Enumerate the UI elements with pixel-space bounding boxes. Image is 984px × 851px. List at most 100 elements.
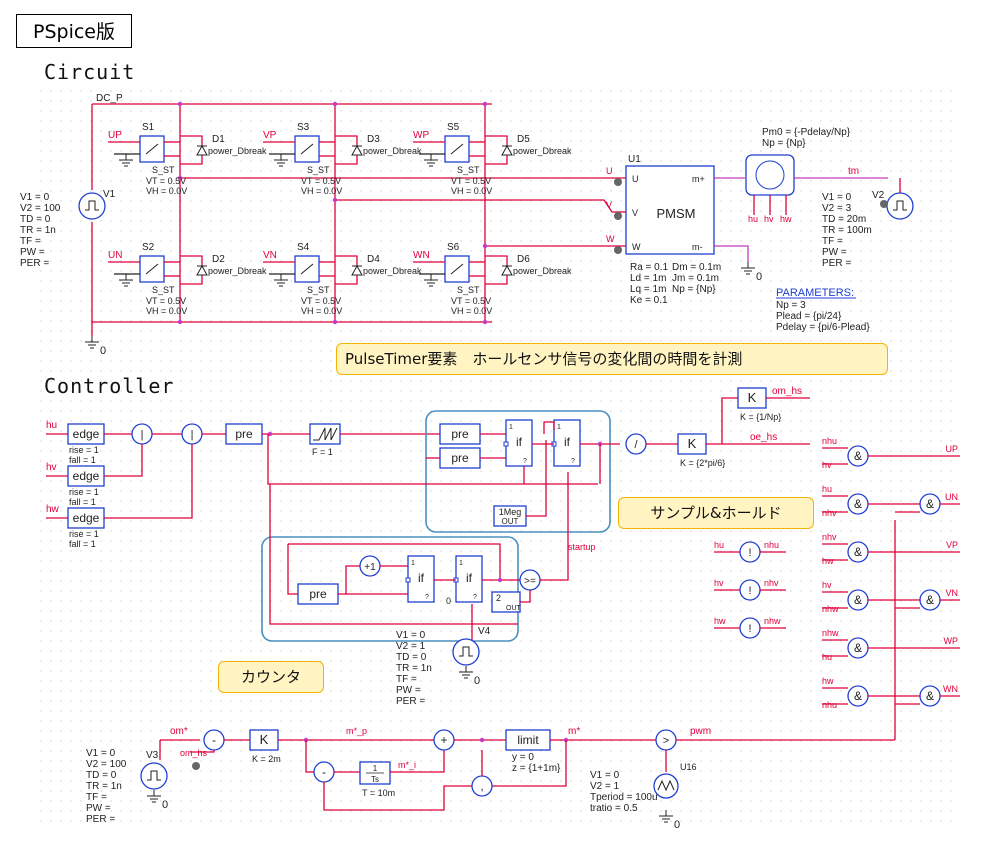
parameters-param-2: Pdelay = {pi/6-Plead} xyxy=(776,322,870,333)
source-v4-param-5: PW = xyxy=(396,685,421,696)
pre-block-sh1-label: pre xyxy=(451,427,469,441)
pmsm-port-mminus: m- xyxy=(692,242,703,252)
diode-model-d3: power_Dbreak xyxy=(363,146,422,156)
not-gate-hw-label: ! xyxy=(748,623,751,635)
two-const-value: 2 xyxy=(496,593,501,603)
switch-vt-s1: VT = 0.5V xyxy=(146,176,186,186)
om-hs-label: om_hs xyxy=(772,386,802,397)
gate-label-wp: WP xyxy=(413,130,429,141)
switch-model-s6: S_ST xyxy=(457,285,480,295)
and-gate-out-3-label: & xyxy=(926,593,934,607)
not-input-label-hu: hu xyxy=(714,540,724,550)
edge-block-hu-label: edge xyxy=(73,427,100,441)
switch-vh-s4: VH = 0.0V xyxy=(301,306,342,316)
integrator-param: T = 10m xyxy=(362,788,395,798)
leg-top-dot-1 xyxy=(332,101,338,107)
hall-sensor-param-0: Pm0 = {-Pdelay/Np} xyxy=(762,127,851,138)
and-input-b-5: nhu xyxy=(822,700,837,710)
source-v1-param-0: V1 = 0 xyxy=(20,192,50,203)
leg-top-dot-0 xyxy=(177,101,183,107)
limit-param-0: y = 0 xyxy=(512,752,534,763)
diode-d1 xyxy=(196,144,208,156)
sample-hold-callout: サンプル&ホールド xyxy=(618,497,814,529)
circuit-ground-label: 0 xyxy=(100,345,106,357)
hall-sensor-rotor xyxy=(755,160,785,190)
if-block-sh1-bottom: ? xyxy=(523,458,527,465)
source-v4-ref: V4 xyxy=(478,626,491,637)
and-gate-1-label: & xyxy=(854,497,862,511)
not-output-label-nhv: nhv xyxy=(764,578,779,588)
divide-node-label: / xyxy=(634,439,638,451)
source-v3 xyxy=(140,762,168,790)
source-v4-wave xyxy=(459,646,473,657)
switch-ref-s5: S5 xyxy=(447,122,460,133)
source-v2-param-1: V2 = 3 xyxy=(822,203,852,214)
hall-sensor-param-1: Np = {Np} xyxy=(762,138,806,149)
i-path-sum-label: - xyxy=(322,765,326,779)
net-label-dc-p: DC_P xyxy=(96,93,123,104)
gain-oe-param: K = {2*pi/6} xyxy=(680,458,725,468)
ge-compare-label: >= xyxy=(524,576,536,587)
if-block-sh1-top: 1 xyxy=(509,424,513,431)
source-u16-param-1: V2 = 1 xyxy=(590,781,620,792)
diode-d4 xyxy=(351,264,363,276)
switch-vh-s5: VH = 0.0V xyxy=(451,186,492,196)
source-v1-wave xyxy=(85,200,99,211)
edge-block-hw-label: edge xyxy=(73,511,100,525)
switch-vh-s1: VH = 0.0V xyxy=(146,186,187,196)
source-v2-ref: V2 xyxy=(872,190,885,201)
pmsm-right-param-1: Jm = 0.1m xyxy=(672,273,719,284)
source-v3-param-2: TD = 0 xyxy=(86,770,117,781)
not-input-label-hw: hw xyxy=(714,616,726,626)
phase-dot-0 xyxy=(177,175,183,181)
switch-s1-blade xyxy=(145,143,159,155)
mech-ground-label: 0 xyxy=(756,271,762,283)
speed-gain-label: K xyxy=(260,732,269,747)
switch-vt-s4: VT = 0.5V xyxy=(301,296,341,306)
pmsm-left-param-2: Lq = 1m xyxy=(630,284,666,295)
pmsm-left-param-1: Ld = 1m xyxy=(630,273,666,284)
phase-dot-1 xyxy=(332,197,338,203)
source-u16 xyxy=(653,773,679,799)
switch-ref-s6: S6 xyxy=(447,242,460,253)
source-u16-param-2: Tperiod = 100u xyxy=(590,792,658,803)
pwm-label: pwm xyxy=(690,726,711,737)
source-v4-param-2: TD = 0 xyxy=(396,652,427,663)
source-v1-param-4: TF = xyxy=(20,236,41,247)
anti-windup-wire xyxy=(492,740,567,787)
hall-out-label-hv: hv xyxy=(764,214,774,224)
edge-fall-hu: fall = 1 xyxy=(69,455,96,465)
counter-zero: 0 xyxy=(446,596,451,606)
switch-vt-s5: VT = 0.5V xyxy=(451,176,491,186)
switch-model-s4: S_ST xyxy=(307,285,330,295)
switch-s5-blade xyxy=(450,143,464,155)
pre-branch-wire xyxy=(267,434,598,485)
pmsm-right-param-0: Dm = 0.1m xyxy=(672,262,721,273)
switch-model-s5: S_ST xyxy=(457,165,480,175)
counter-output-dot xyxy=(497,577,503,583)
switch-vh-s6: VH = 0.0V xyxy=(451,306,492,316)
source-v4-param-1: V2 = 1 xyxy=(396,641,426,652)
source-v1-ref: V1 xyxy=(103,189,116,200)
source-v2-wave xyxy=(893,200,907,211)
diode-ref-d6: D6 xyxy=(517,254,530,265)
source-v2-param-2: TD = 20m xyxy=(822,214,866,225)
gain-om-label: K xyxy=(748,390,757,405)
parameters-title: PARAMETERS: xyxy=(776,287,854,299)
switch-vt-s3: VT = 0.5V xyxy=(301,176,341,186)
speed-gain-param: K = 2m xyxy=(252,754,281,764)
edge-fall-hv: fall = 1 xyxy=(69,497,96,507)
leg-bottom-dot-0 xyxy=(177,319,183,325)
switch-model-s3: S_ST xyxy=(307,165,330,175)
gate-output-label-vp: VP xyxy=(946,540,958,550)
source-v1 xyxy=(78,192,106,220)
and-input-a-5: hw xyxy=(822,676,834,686)
and-input-b-0: hv xyxy=(822,460,832,470)
pre-block-counter-label: pre xyxy=(309,587,327,601)
source-v2-param-4: TF = xyxy=(822,236,843,247)
source-v4-param-0: V1 = 0 xyxy=(396,630,426,641)
ctrl-input-label-hw: hw xyxy=(46,504,60,515)
or-1-label: | xyxy=(141,429,144,441)
and-input-a-0: nhu xyxy=(822,436,837,446)
